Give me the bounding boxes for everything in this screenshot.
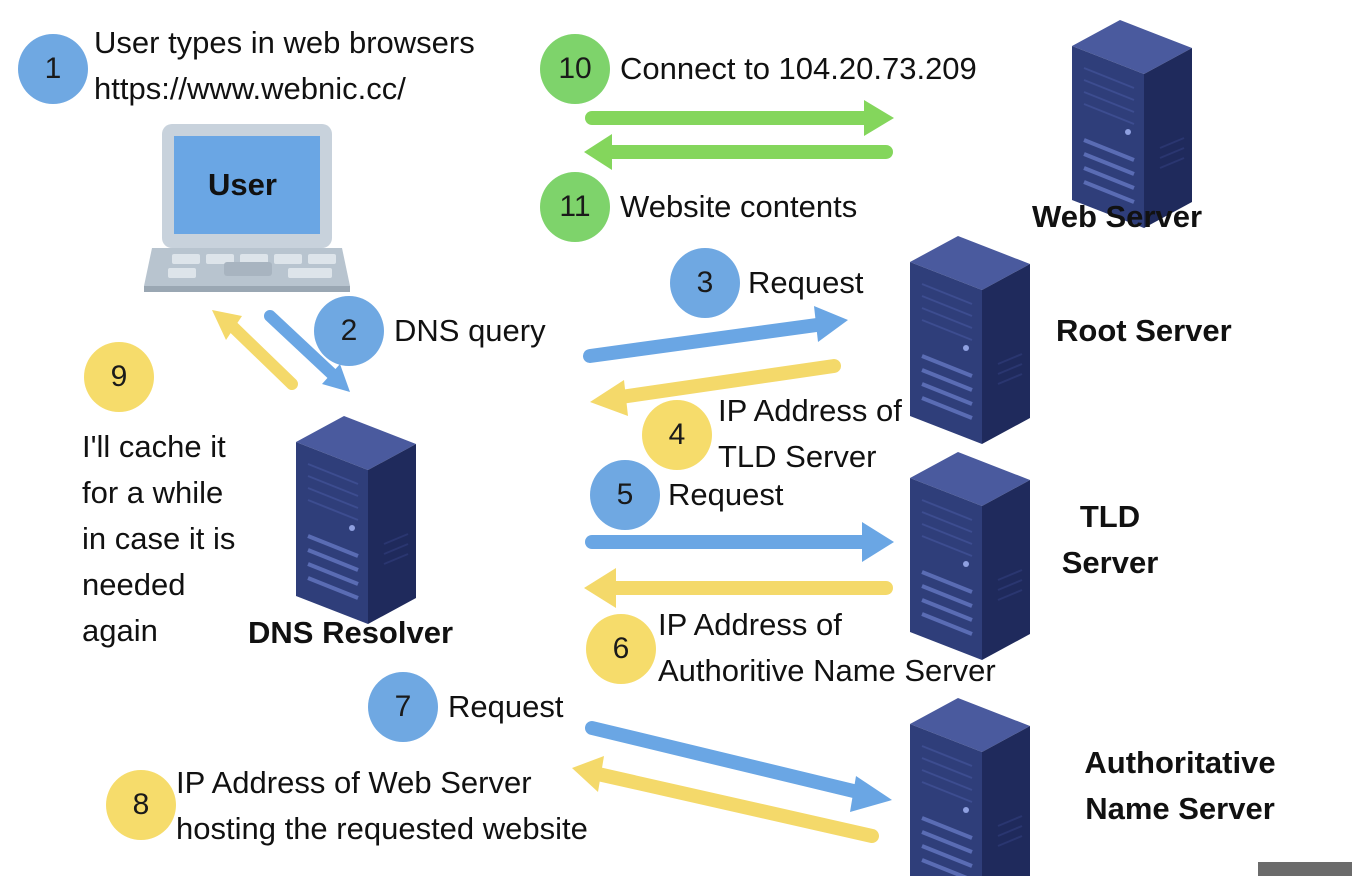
web-connection-arrows (585, 111, 893, 159)
step-5-badge: 5 (590, 460, 660, 530)
step-9-badge: 9 (84, 342, 154, 412)
dns-resolver-server-icon (294, 414, 418, 626)
step-1-badge: 1 (18, 34, 88, 104)
step-11-text: Website contents (620, 189, 858, 224)
step-6-text: IP Address of Authoritive Name Server (658, 607, 996, 688)
authoritative-server-label: Authoritative Name Server (1084, 745, 1276, 826)
step-2-text: DNS query (394, 313, 546, 348)
step-number: 8 (132, 788, 150, 821)
step-10-badge: 10 (540, 34, 610, 104)
tld-server-label: TLD Server (1061, 499, 1159, 580)
authoritative-server-icon (908, 696, 1032, 876)
root-server-icon (908, 234, 1032, 446)
step-number: 6 (612, 632, 630, 665)
step-number: 10 (558, 52, 592, 85)
step-9-text: I'll cache it for a while in case it is … (82, 429, 236, 648)
step-number: 11 (559, 190, 591, 223)
step-8-text: IP Address of Web Server hosting the req… (176, 765, 588, 846)
step-4-badge: 4 (642, 400, 712, 470)
root-server-label: Root Server (1056, 313, 1232, 348)
dns-resolver-label: DNS Resolver (248, 615, 454, 650)
step-3-text: Request (748, 265, 864, 300)
step-10-text: Connect to 104.20.73.209 (620, 51, 977, 86)
step-2-badge: 2 (314, 296, 384, 366)
step-1-text: User types in web browsers https://www.w… (94, 25, 475, 106)
laptop-icon (144, 124, 350, 292)
step-number: 2 (340, 314, 358, 347)
step-number: 1 (44, 52, 62, 85)
step-11-badge: 11 (540, 172, 610, 242)
step-4-text: IP Address of TLD Server (718, 393, 902, 474)
step-number: 9 (110, 360, 128, 393)
web-server-label: Web Server (1032, 199, 1203, 234)
step-5-text: Request (668, 477, 784, 512)
step-number: 4 (668, 418, 686, 451)
step-7-badge: 7 (368, 672, 438, 742)
step-6-badge: 6 (586, 614, 656, 684)
user-label: User (208, 167, 277, 202)
step-number: 7 (394, 690, 412, 723)
step-7-text: Request (448, 689, 564, 724)
step-number: 5 (616, 478, 634, 511)
step-number: 3 (696, 266, 714, 299)
step-3-badge: 3 (670, 248, 740, 318)
step-8-badge: 8 (106, 770, 176, 840)
